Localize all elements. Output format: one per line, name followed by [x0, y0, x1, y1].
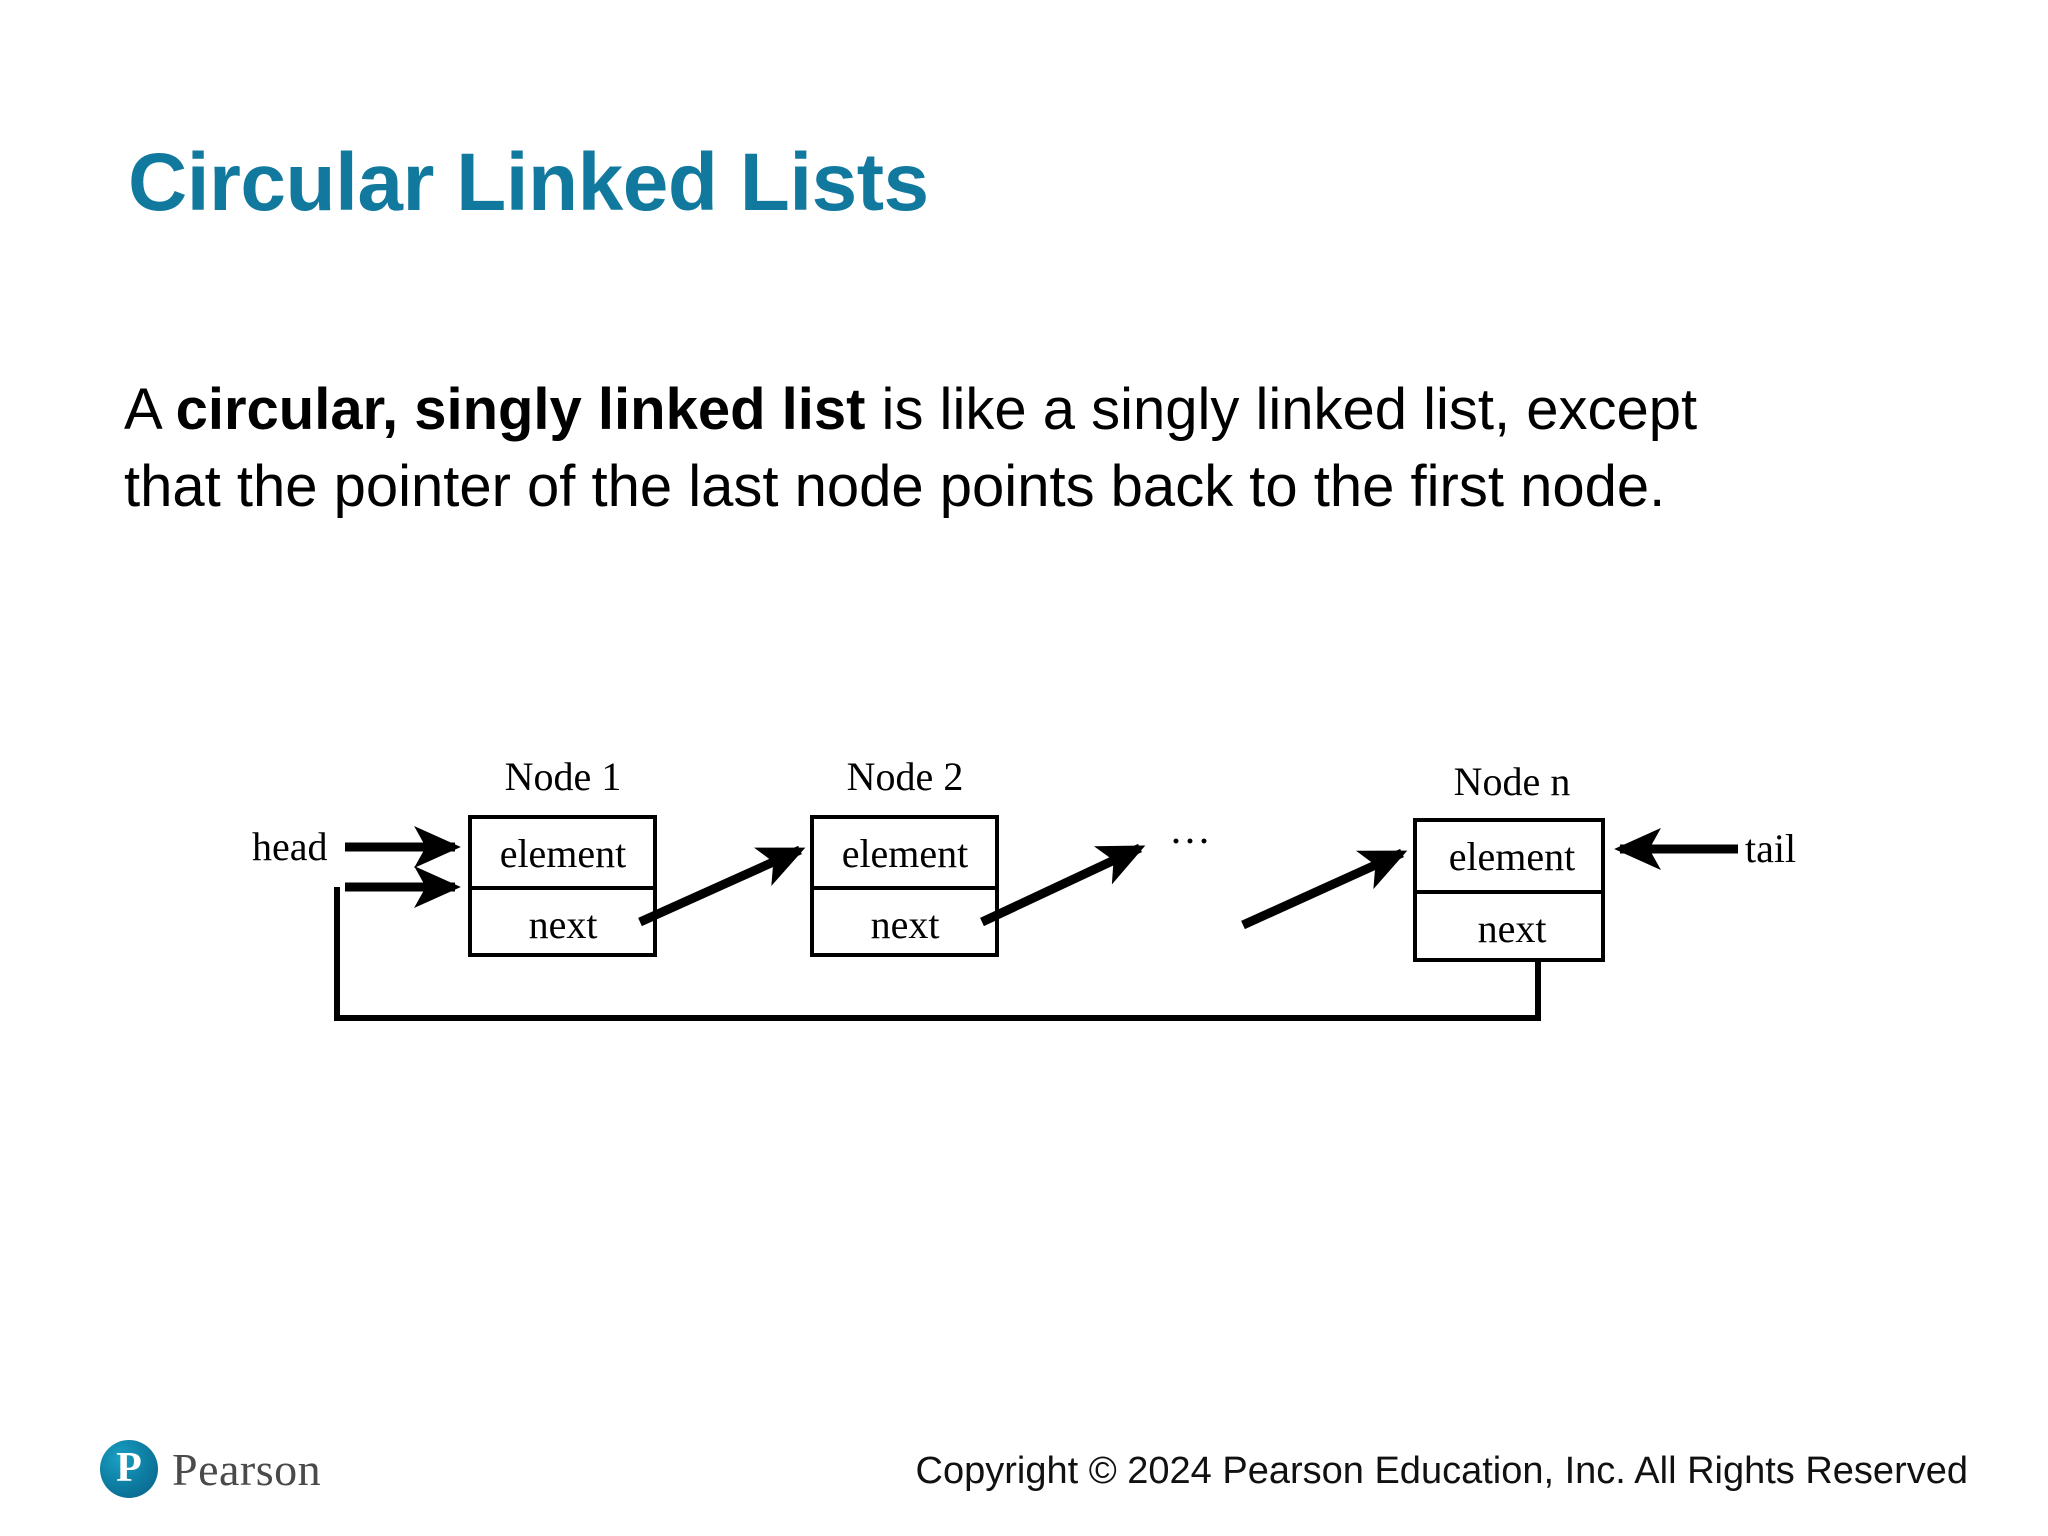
- node-1-element-label: element: [500, 831, 627, 876]
- pearson-logo: P Pearson: [100, 1440, 321, 1498]
- pearson-wordmark: Pearson: [172, 1443, 322, 1495]
- node-n-title: Node n: [1454, 759, 1571, 804]
- body-rest: is like a singly linked list, except tha…: [124, 377, 1698, 519]
- node-2-box: [810, 815, 999, 957]
- pearson-logo-icon: P: [100, 1440, 158, 1498]
- node1-to-node2-arrow: [638, 845, 806, 927]
- ellipsis-to-noden-arrow: [1241, 848, 1408, 930]
- node-1-next-label: next: [529, 902, 598, 947]
- tail-label: tail: [1745, 826, 1796, 871]
- node-2-title: Node 2: [847, 754, 964, 799]
- ellipsis-label: ···: [1169, 819, 1211, 865]
- node-1-box: [468, 815, 657, 957]
- copyright-notice: Copyright © 2024 Pearson Education, Inc.…: [915, 1450, 1968, 1492]
- circular-loop-path: [334, 887, 1541, 1021]
- node-1-title: Node 1: [505, 754, 622, 799]
- body-emphasis: circular, singly linked list: [175, 377, 866, 442]
- body-paragraph: A circular, singly linked list is like a…: [124, 372, 1784, 525]
- body-lead: A: [124, 377, 176, 442]
- head-label: head: [252, 824, 328, 869]
- node-2-next-label: next: [871, 902, 940, 947]
- page-title: Circular Linked Lists: [128, 137, 929, 228]
- node2-to-ellipsis-arrow: [980, 843, 1146, 927]
- pearson-p-glyph: P: [116, 1444, 142, 1491]
- node-2-element-label: element: [842, 831, 969, 876]
- node-n-next-label: next: [1478, 906, 1547, 951]
- node-n-box: [1413, 818, 1605, 962]
- node-n-element-label: element: [1449, 834, 1576, 879]
